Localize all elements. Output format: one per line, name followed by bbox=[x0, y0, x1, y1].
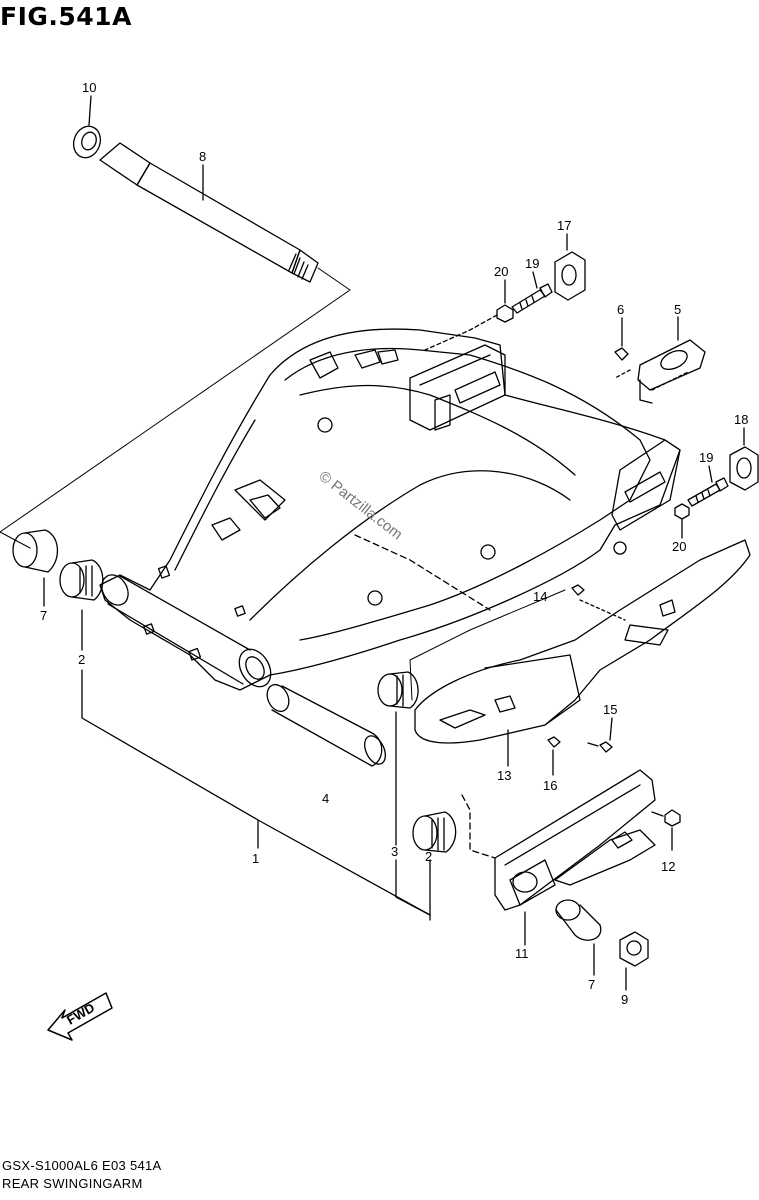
figure-title: FIG.541A bbox=[0, 2, 132, 31]
part-2-bearing-right bbox=[412, 794, 496, 921]
callout-10: 10 bbox=[82, 80, 96, 95]
part-20-nut-lower bbox=[674, 503, 690, 539]
part-18-adjuster-plate bbox=[729, 427, 759, 491]
callout-7: 7 bbox=[40, 608, 47, 623]
part-7-collar-right bbox=[555, 899, 602, 976]
callout-2: 2 bbox=[78, 652, 85, 667]
callout-8: 8 bbox=[199, 149, 206, 164]
axle-slot-block-lower bbox=[611, 439, 681, 531]
axle-slot-block-upper bbox=[409, 344, 506, 431]
part-4-swingarm bbox=[99, 328, 681, 691]
callout-20: 20 bbox=[494, 264, 508, 279]
callout-16: 16 bbox=[543, 778, 557, 793]
leader-lines bbox=[257, 819, 431, 869]
callout-12: 12 bbox=[661, 859, 675, 874]
part-20-nut-upper bbox=[424, 279, 514, 351]
part-11-chain-slider bbox=[494, 769, 656, 946]
fwd-label: FWD bbox=[64, 1000, 97, 1028]
part-15-bolt bbox=[587, 717, 613, 753]
callout-14: 14 bbox=[533, 589, 547, 604]
part-14-screw bbox=[571, 584, 585, 596]
callout-7: 7 bbox=[588, 977, 595, 992]
part-3-bearing bbox=[377, 671, 431, 916]
part-13-chain-cover bbox=[354, 534, 751, 767]
fwd-arrow-icon bbox=[47, 992, 113, 1041]
part-16-screw bbox=[547, 736, 561, 776]
callout-18: 18 bbox=[734, 412, 748, 427]
part-6-screw bbox=[614, 317, 629, 361]
callout-3: 3 bbox=[391, 844, 398, 859]
callout-1: 1 bbox=[252, 851, 259, 866]
callout-19: 19 bbox=[699, 450, 713, 465]
callout-17: 17 bbox=[557, 218, 571, 233]
callout-2: 2 bbox=[425, 849, 432, 864]
callout-11: 11 bbox=[515, 946, 529, 961]
part-2-bearing-left bbox=[59, 559, 431, 916]
part-5-guide-plate bbox=[614, 316, 706, 404]
callout-13: 13 bbox=[497, 768, 511, 783]
part-10-washer bbox=[72, 95, 102, 159]
callout-5: 5 bbox=[674, 302, 681, 317]
callout-6: 6 bbox=[617, 302, 624, 317]
part-9-nut bbox=[619, 931, 649, 991]
reference-line-8 bbox=[0, 267, 351, 549]
callout-15: 15 bbox=[603, 702, 617, 717]
watermark: © Partzilla.com bbox=[316, 468, 406, 544]
spacer-tube bbox=[266, 683, 386, 767]
section-name: REAR SWINGINGARM bbox=[2, 1176, 143, 1191]
callout-19: 19 bbox=[525, 256, 539, 271]
part-17-adjuster-plate bbox=[554, 233, 586, 301]
part-7-collar-left bbox=[12, 529, 59, 607]
part-8-pivot-shaft bbox=[99, 142, 319, 283]
part-19-adjuster-bolt-lower bbox=[687, 465, 729, 507]
part-19-adjuster-bolt-upper bbox=[511, 271, 553, 314]
callout-9: 9 bbox=[621, 992, 628, 1007]
model-code: GSX-S1000AL6 E03 541A bbox=[2, 1158, 162, 1173]
callout-20: 20 bbox=[672, 539, 686, 554]
part-12-bolt bbox=[651, 809, 681, 851]
callout-4: 4 bbox=[322, 791, 329, 806]
